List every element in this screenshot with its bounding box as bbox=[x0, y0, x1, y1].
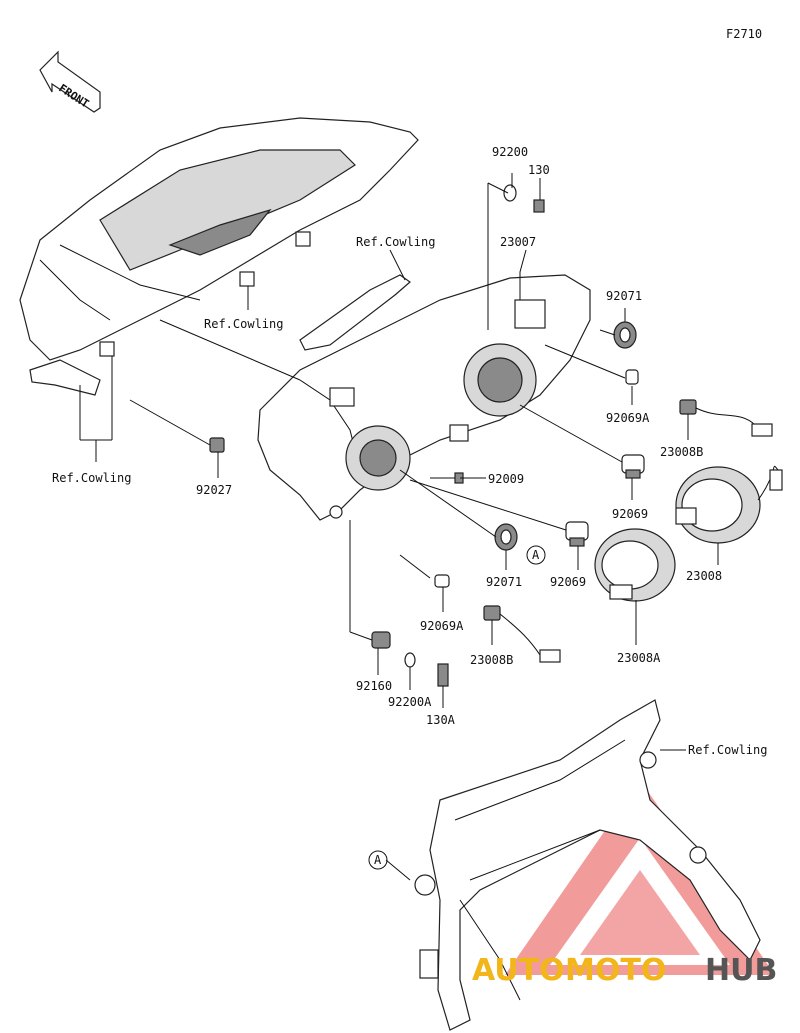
washer-92200 bbox=[503, 184, 517, 202]
label-ref-cowling-top: Ref.Cowling bbox=[356, 235, 435, 249]
watermark-moto: MOTO bbox=[565, 953, 666, 988]
label-92009: 92009 bbox=[488, 472, 524, 486]
label-92071-top: 92071 bbox=[606, 289, 642, 303]
watermark-logo bbox=[505, 780, 775, 975]
label-92071-mid: 92071 bbox=[486, 575, 522, 589]
label-92069A-right: 92069A bbox=[606, 411, 650, 425]
svg-text:A: A bbox=[374, 853, 382, 867]
label-23007: 23007 bbox=[500, 235, 536, 249]
callout-a-mid: A bbox=[526, 545, 546, 565]
socket-23008B-low bbox=[483, 605, 561, 663]
svg-text:A: A bbox=[532, 548, 540, 562]
label-130: 130 bbox=[528, 163, 550, 177]
watermark-hub: HUB bbox=[705, 953, 777, 988]
cover-23008 bbox=[675, 465, 783, 544]
bulb-92069-mid bbox=[565, 521, 589, 547]
label-92200: 92200 bbox=[492, 145, 528, 159]
figure-code: F2710 bbox=[726, 27, 762, 41]
label-92027: 92027 bbox=[196, 483, 232, 497]
grommet-92027 bbox=[209, 437, 225, 453]
grommet-92071-top bbox=[613, 321, 637, 349]
watermark-auto: AUTO bbox=[472, 953, 565, 988]
label-ref-cowling-frame: Ref.Cowling bbox=[688, 743, 767, 757]
bolt-130 bbox=[533, 199, 545, 213]
leader-lines bbox=[79, 173, 719, 881]
label-92069-mid: 92069 bbox=[550, 575, 586, 589]
label-92200A: 92200A bbox=[388, 695, 432, 709]
callout-a-frame: A bbox=[368, 850, 388, 870]
watermark-text: AUTO MOTO HUB bbox=[472, 953, 777, 988]
washer-92200A bbox=[404, 652, 416, 668]
label-92069-right: 92069 bbox=[612, 507, 648, 521]
headlight-frame bbox=[414, 699, 761, 1031]
label-ref-cowling-left-low: Ref.Cowling bbox=[52, 471, 131, 485]
grommet-92071-mid bbox=[494, 523, 518, 551]
part-labels: 92200 130 23007 92071 92069A 23008B 9200… bbox=[52, 145, 767, 757]
socket-23008B-right bbox=[679, 399, 773, 437]
bolt-130A bbox=[437, 663, 449, 687]
label-23008B-low: 23008B bbox=[470, 653, 513, 667]
upper-cowling bbox=[19, 117, 419, 396]
label-ref-cowling-left-mid: Ref.Cowling bbox=[204, 317, 283, 331]
cowling-bracket bbox=[299, 274, 411, 351]
bulb-92069A-low bbox=[434, 574, 450, 588]
label-23008: 23008 bbox=[686, 569, 722, 583]
label-130A: 130A bbox=[426, 713, 456, 727]
bulb-92069-right bbox=[621, 454, 645, 479]
grommet-92160 bbox=[371, 631, 391, 649]
front-arrow: FRONT bbox=[39, 50, 101, 113]
label-23008A: 23008A bbox=[617, 651, 661, 665]
bulb-92069A-right bbox=[625, 369, 639, 385]
bolt-92009 bbox=[430, 472, 464, 484]
label-23008B-right: 23008B bbox=[660, 445, 703, 459]
label-92160: 92160 bbox=[356, 679, 392, 693]
cover-23008A bbox=[594, 528, 676, 602]
headlight-housing bbox=[257, 274, 591, 521]
label-92069A-low: 92069A bbox=[420, 619, 464, 633]
